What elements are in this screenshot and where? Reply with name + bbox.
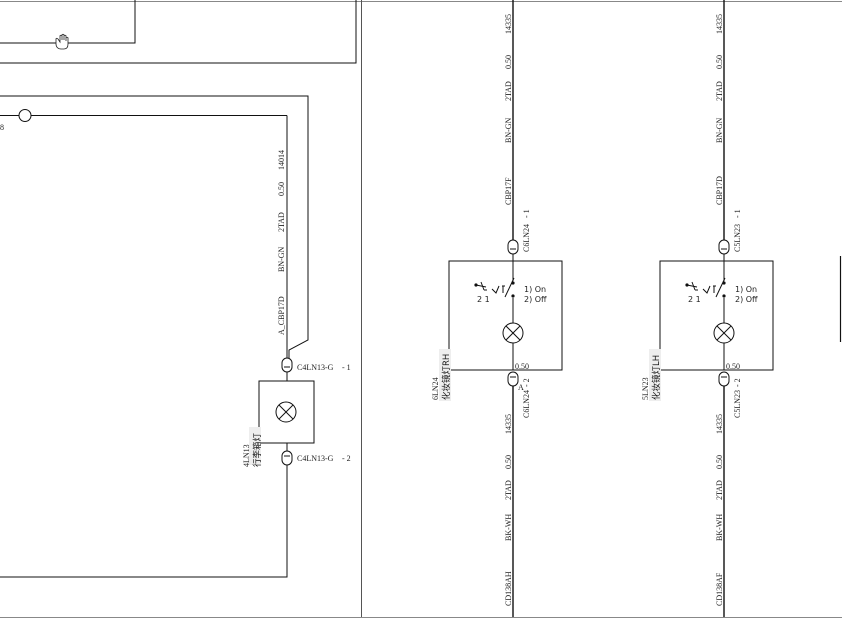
- left-wire-size: 0.50: [277, 182, 286, 196]
- lh-legend-off: 2) Off: [735, 295, 758, 304]
- connector-terminal-bottom: [281, 450, 293, 466]
- lamp-ref: 4LN13: [242, 444, 251, 467]
- rh-top-wire-id: 14335: [504, 14, 513, 34]
- splice-circle: [18, 109, 32, 122]
- outer-return-wire: [0, 95, 309, 358]
- rh-bottom-to-pin: CD138AH: [504, 571, 513, 606]
- rh-switch-icon: [474, 261, 515, 323]
- rh-legend-on: 1) On: [524, 285, 546, 294]
- lh-connector-top: C5LN23: [733, 224, 742, 252]
- switch-box-5ln23: [659, 260, 774, 371]
- hand-cursor-icon: [55, 33, 69, 50]
- rh-switch-pins: 2 1: [477, 295, 490, 304]
- lh-bottom-size: 0.50: [726, 362, 740, 371]
- lamp-connector-bottom: C4LN13-G: [297, 454, 334, 463]
- lh-top-wire-color: BN-GN: [715, 117, 724, 143]
- lh-legend-on: 1) On: [735, 285, 757, 294]
- left-wire-type: 2TAD: [277, 212, 286, 232]
- left-wire-id: 14014: [277, 150, 286, 170]
- lh-top-from-pin: CBP17D: [715, 176, 724, 205]
- rh-top-wire-type: 2TAD: [504, 81, 513, 101]
- lamp-pin-bottom: - 2: [342, 454, 351, 463]
- lh-top-wire-id: 14335: [715, 14, 724, 34]
- connector-terminal-top: [281, 357, 293, 373]
- lh-name: 化妆镜灯LH: [651, 355, 662, 400]
- rh-legend-off: 2) Off: [524, 295, 547, 304]
- lh-top-wire-type: 2TAD: [715, 81, 724, 101]
- rh-pin-a: A: [518, 383, 524, 392]
- lh-bottom-wire-id: 14335: [715, 414, 724, 434]
- lh-pin-bottom: - 2: [733, 378, 742, 387]
- rh-pin-top: - 1: [522, 209, 531, 218]
- rh-top-wire-size: 0.50: [504, 55, 513, 69]
- lh-connector-top-terminal: [718, 239, 730, 255]
- lh-pin-top: - 1: [733, 209, 742, 218]
- rh-name: 化妆镜灯RH: [441, 354, 452, 400]
- rh-bottom-wire-type: 2TAD: [504, 480, 513, 500]
- rh-connector-bottom: C6LN24: [522, 390, 531, 418]
- rh-bottom-wire-color: BK-WH: [504, 514, 513, 541]
- lamp-ground-wire: [0, 465, 288, 578]
- rh-pin-bottom: - 2: [522, 378, 531, 387]
- lh-bottom-to-pin: CD138AF: [715, 572, 724, 606]
- lamp-name: 行李箱灯: [252, 432, 263, 467]
- lh-bottom-wire-size: 0.50: [715, 455, 724, 469]
- lh-connector-bottom: C5LN23: [733, 390, 742, 418]
- rh-bottom-size: 0.50: [515, 362, 529, 371]
- rh-connector-bottom-terminal: [507, 371, 519, 387]
- lh-top-wire-size: 0.50: [715, 55, 724, 69]
- lh-switch-pins: 2 1: [688, 295, 701, 304]
- rh-top-wire-color: BN-GN: [504, 117, 513, 143]
- rh-bottom-wire-id: 14335: [504, 414, 513, 434]
- rh-connector-top: C6LN24: [522, 224, 531, 252]
- frame-outer: [0, 0, 357, 64]
- frame-inner: [0, 0, 136, 44]
- rh-connector-top-terminal: [507, 239, 519, 255]
- rh-lamp-icon: [502, 322, 524, 344]
- rh-label-bg: [439, 349, 451, 401]
- lh-bottom-wire-type: 2TAD: [715, 480, 724, 500]
- lamp-icon: [275, 401, 297, 423]
- left-partial-label: 8: [0, 123, 4, 132]
- lamp-pin-top: - 1: [342, 363, 351, 372]
- rh-bottom-wire-size: 0.50: [504, 455, 513, 469]
- left-wire-color: BN-GN: [277, 246, 286, 272]
- lamp-connector-top: C4LN13-G: [297, 363, 334, 372]
- left-from-pin: A_CBP17D: [277, 296, 286, 335]
- lh-lamp-icon: [713, 322, 735, 344]
- lh-switch-icon: [685, 261, 726, 323]
- lh-ref: 5LN23: [641, 377, 650, 400]
- switch-box-6ln24: [448, 260, 563, 371]
- lh-label-bg: [649, 349, 661, 401]
- lamp-label-bg: [249, 427, 261, 465]
- rh-top-from-pin: CBP17F: [504, 177, 513, 205]
- rh-ref: 6LN24: [431, 377, 440, 400]
- lh-connector-bottom-terminal: [718, 371, 730, 387]
- lh-bottom-wire-color: BK-WH: [715, 514, 724, 541]
